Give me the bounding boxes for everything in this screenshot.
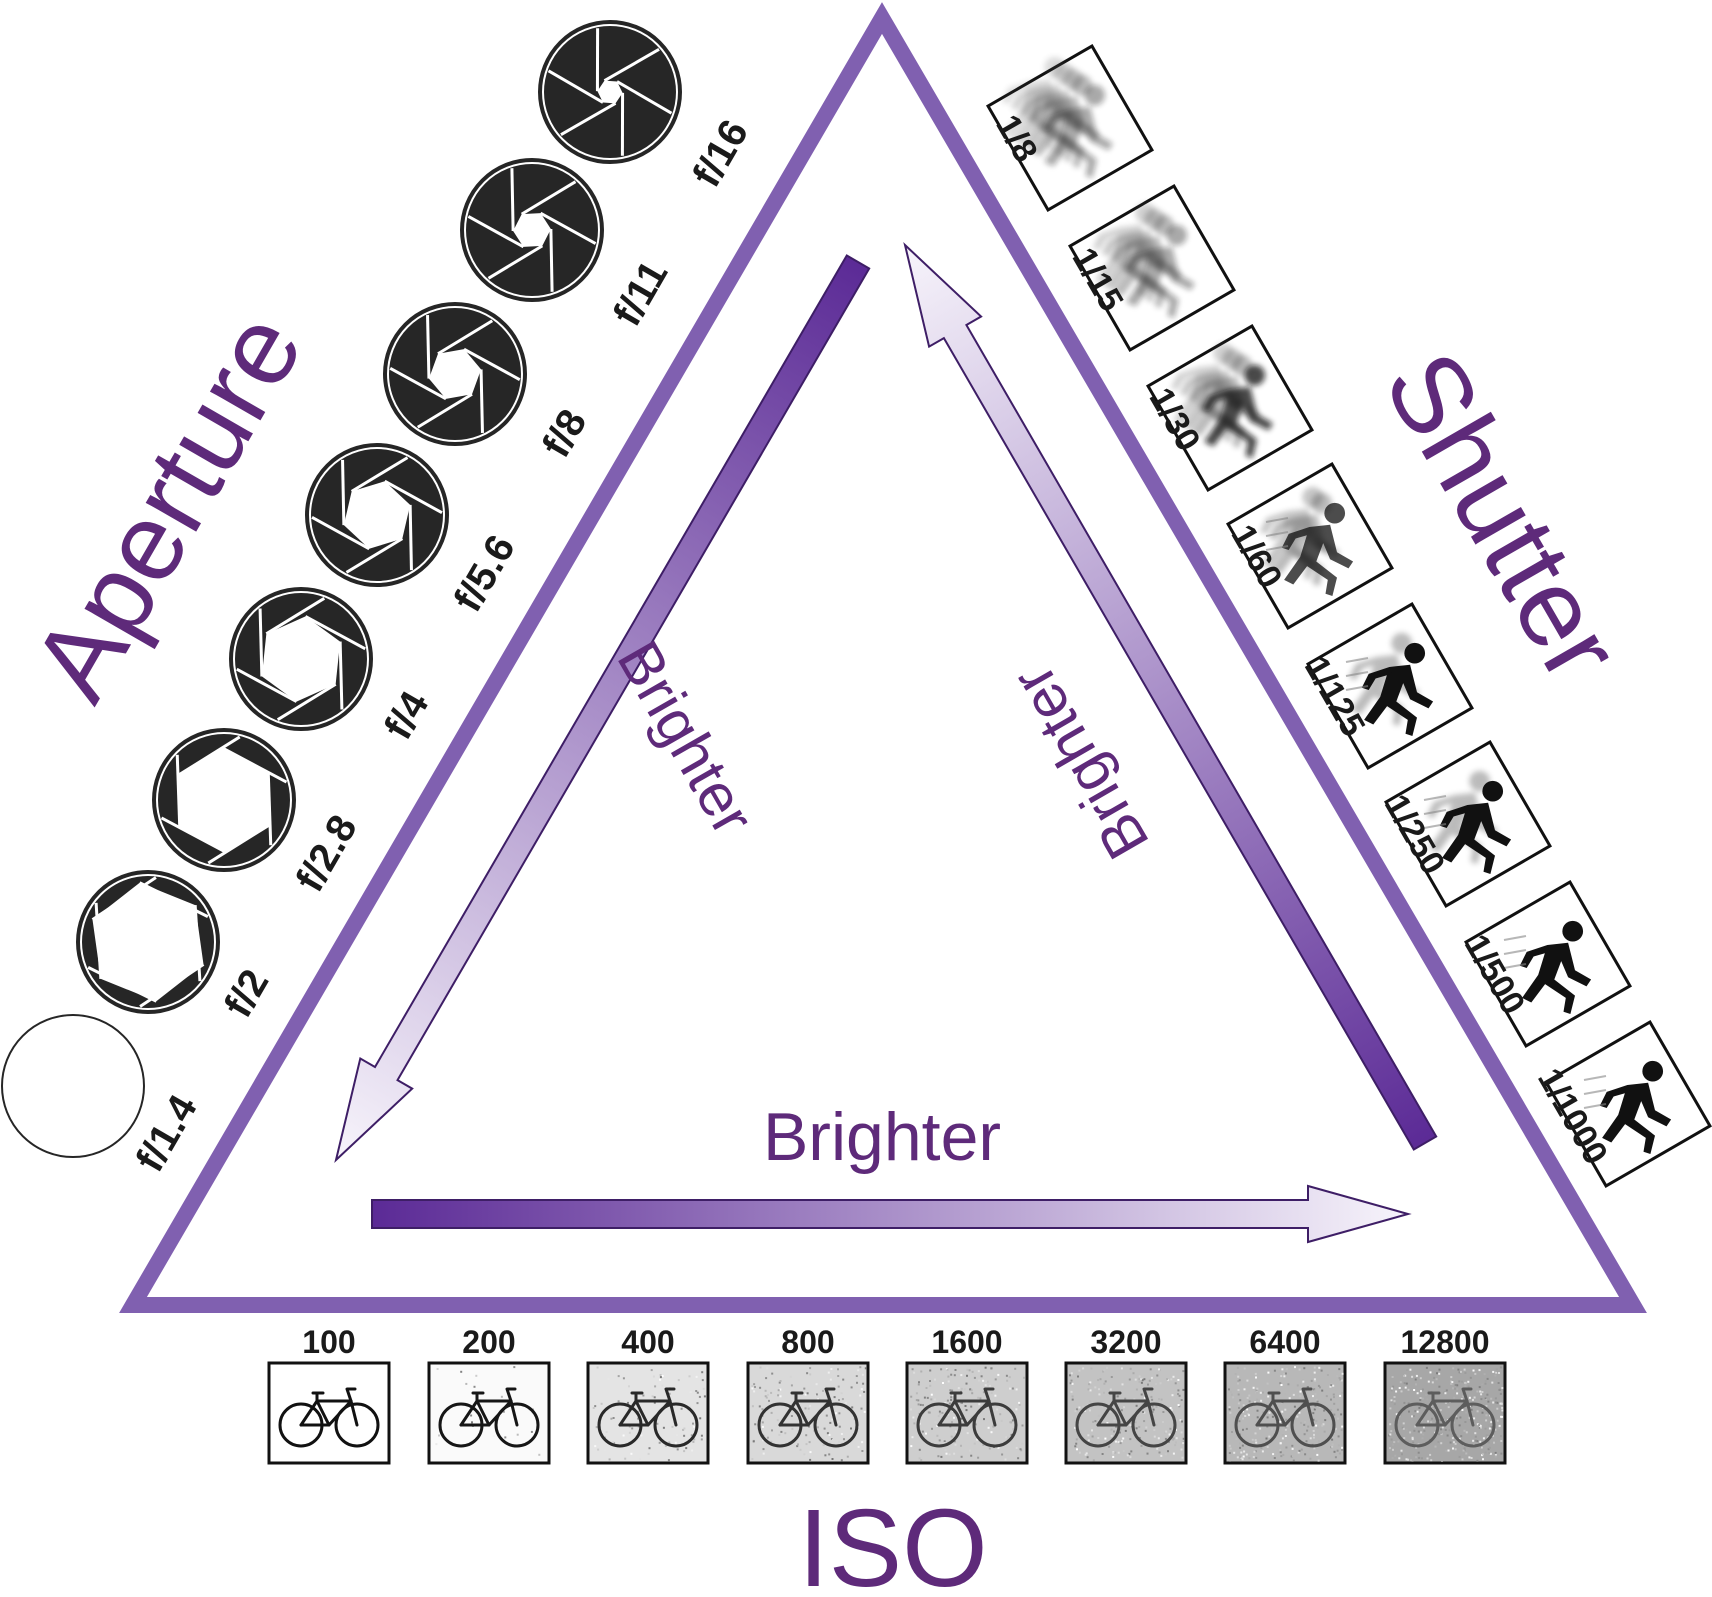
iso-value: 200 — [427, 1324, 551, 1465]
shutter-speed: 1/8 — [985, 43, 1155, 213]
running-man-icon — [1170, 342, 1274, 458]
shutter-speed: 1/500 — [1457, 879, 1633, 1049]
iso-value: 100 — [267, 1324, 391, 1465]
aperture-icon — [229, 587, 373, 731]
bicycle-icon — [597, 1387, 699, 1448]
iso-value-label: 1600 — [931, 1324, 1002, 1360]
aperture-stop: f/2 — [76, 870, 277, 1025]
iso-value: 800 — [746, 1324, 870, 1465]
bottom-brighter-arrow — [371, 1184, 1412, 1244]
bicycle-icon — [438, 1387, 540, 1448]
aperture-stop: f/5.6 — [305, 443, 524, 619]
running-man-icon — [1583, 1060, 1672, 1154]
iso-frame — [586, 1361, 710, 1465]
iso-title: ISO — [798, 1487, 988, 1597]
aperture-stop-label: f/8 — [534, 402, 595, 464]
aperture-icon — [1, 1014, 145, 1158]
aperture-stop: f/8 — [383, 302, 595, 465]
aperture-stop-label: f/16 — [684, 113, 757, 195]
iso-frame — [746, 1361, 870, 1465]
iso-value: 6400 — [1223, 1324, 1347, 1465]
shutter-frame — [1067, 183, 1237, 353]
iso-frame — [905, 1361, 1029, 1465]
iso-value: 3200 — [1064, 1324, 1188, 1465]
running-man-icon — [1001, 56, 1114, 178]
aperture-icon — [76, 870, 220, 1014]
bicycle-icon — [1234, 1387, 1336, 1448]
iso-value-label: 400 — [621, 1324, 674, 1360]
aperture-icon — [460, 158, 604, 302]
shutter-frame — [985, 43, 1155, 213]
bottom-brighter-label: Brighter — [763, 1099, 1001, 1175]
left-brighter-label: Brighter — [605, 630, 768, 846]
iso-value-label: 6400 — [1249, 1324, 1320, 1360]
running-man-icon — [1423, 770, 1512, 874]
iso-value-label: 800 — [781, 1324, 834, 1360]
running-man-icon — [1345, 632, 1434, 736]
iso-frame — [267, 1361, 391, 1465]
right-brighter-label: Brighter — [999, 655, 1162, 870]
aperture-icon — [538, 20, 682, 164]
shutter-speed: 1/30 — [1142, 323, 1315, 493]
bicycle-icon — [278, 1387, 380, 1448]
shutter-frame — [1383, 739, 1553, 909]
shutter-frame — [1225, 461, 1395, 631]
aperture-stop: f/16 — [538, 20, 757, 195]
shutter-speed: 1/250 — [1377, 739, 1553, 909]
running-man-icon — [1503, 920, 1592, 1014]
shutter-speed: 1/125 — [1297, 601, 1475, 771]
running-man-icon — [1092, 202, 1196, 318]
shutter-frame — [1305, 601, 1475, 771]
exposure-triangle — [119, 2, 1647, 1313]
iso-value-label: 12800 — [1401, 1324, 1490, 1360]
aperture-stop: f/1.4 — [1, 1014, 206, 1179]
bicycle-icon — [1075, 1387, 1177, 1448]
iso-value: 12800 — [1383, 1324, 1507, 1465]
aperture-stop-label: f/5.6 — [446, 528, 524, 619]
right-brighter-arrow — [903, 241, 1438, 1151]
aperture-stop-label: f/4 — [376, 684, 438, 747]
shutter-speed: 1/15 — [1065, 183, 1237, 353]
iso-frame — [1223, 1361, 1347, 1465]
aperture-stop: f/11 — [460, 158, 676, 334]
aperture-stop-label: f/2.8 — [288, 808, 366, 899]
iso-value: 400 — [586, 1324, 710, 1465]
shutter-frame — [1543, 1019, 1712, 1189]
iso-frame — [1064, 1361, 1188, 1465]
aperture-stop-label: f/2 — [216, 962, 277, 1024]
left-brighter-arrow — [334, 254, 871, 1164]
iso-values: 100 200 400 800 1600 3200 6400 12800 — [267, 1324, 1507, 1465]
aperture-icon — [305, 443, 449, 587]
shutter-frame — [1463, 879, 1633, 1049]
aperture-icon — [152, 728, 296, 872]
iso-frame — [427, 1361, 551, 1465]
aperture-stop-label: f/11 — [605, 254, 676, 334]
iso-value-label: 3200 — [1090, 1324, 1161, 1360]
bicycle-icon — [1394, 1387, 1496, 1448]
bicycle-icon — [757, 1387, 859, 1448]
aperture-stop: f/4 — [229, 587, 438, 747]
iso-value: 1600 — [905, 1324, 1029, 1465]
shutter-frame — [1145, 323, 1315, 493]
iso-value-label: 100 — [302, 1324, 355, 1360]
aperture-icon — [383, 302, 527, 446]
shutter-speed: 1/1000 — [1530, 1019, 1712, 1189]
running-man-icon — [1259, 486, 1354, 596]
iso-frame — [1383, 1361, 1507, 1465]
aperture-stop: f/2.8 — [152, 728, 366, 899]
bicycle-icon — [916, 1387, 1018, 1448]
shutter-speed: 1/60 — [1224, 461, 1395, 631]
iso-value-label: 200 — [462, 1324, 515, 1360]
